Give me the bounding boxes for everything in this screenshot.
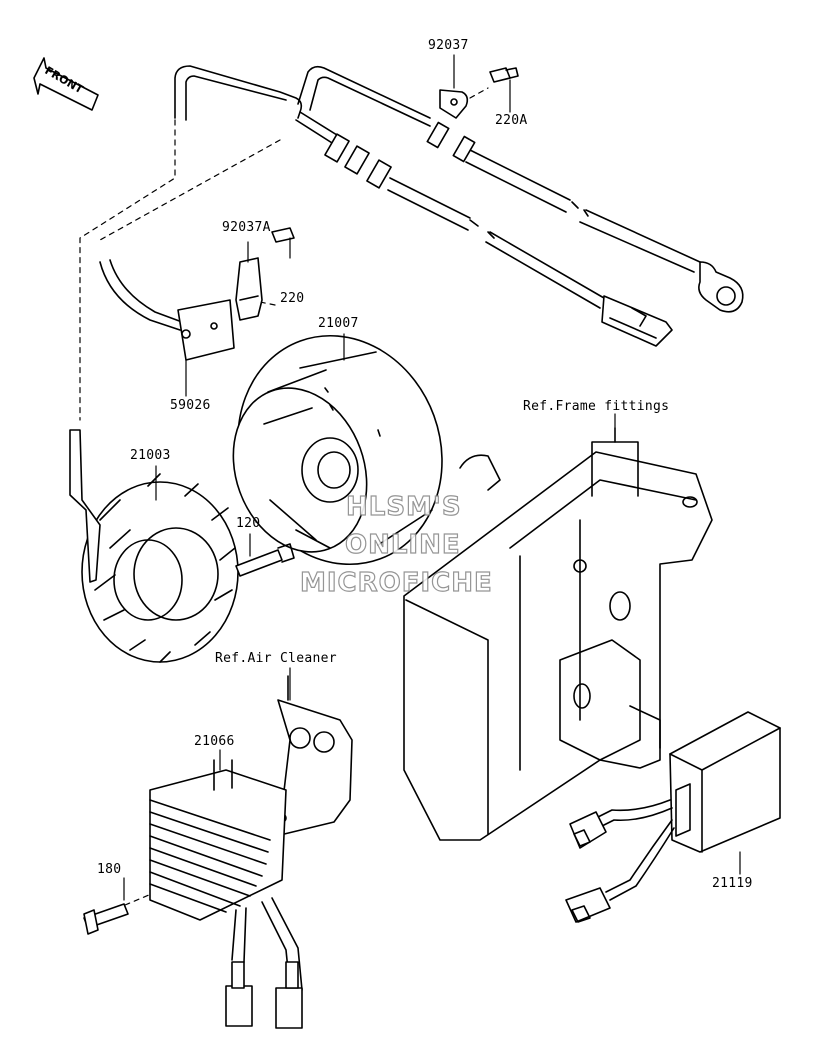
part-label-92037A[interactable]: 92037A [222,220,271,235]
bolt-120 [235,543,295,577]
relay-21119 [565,711,781,923]
part-label-120[interactable]: 120 [236,516,261,531]
stator-21003 [69,429,239,663]
bolt-180 [83,903,129,935]
flywheel-21007 [232,334,443,566]
bolt-220 [271,227,295,243]
sub-harness-59026 [99,257,263,361]
part-label-21007[interactable]: 21007 [318,316,359,331]
part-label-220A[interactable]: 220A [495,113,528,128]
part-label-180[interactable]: 180 [97,862,122,877]
frame-fittings [403,427,713,841]
regulator-21066 [149,759,303,1029]
bracket-92037 [439,89,469,119]
ref-frame-fittings-label: Ref.Frame fittings [523,399,670,414]
part-label-21119[interactable]: 21119 [712,876,753,891]
bolt-220A [489,67,519,83]
part-label-21003[interactable]: 21003 [130,448,171,463]
watermark-line-1: HLSM'S [345,491,462,522]
front-arrow-icon [33,57,99,111]
part-label-220[interactable]: 220 [280,291,305,306]
part-label-92037[interactable]: 92037 [428,38,469,53]
ref-air-cleaner-label: Ref.Air Cleaner [215,651,337,666]
wire-harness [174,65,744,347]
part-label-59026[interactable]: 59026 [170,398,211,413]
watermark-line-3: MICROFICHE [299,567,493,598]
part-label-21066[interactable]: 21066 [194,734,235,749]
watermark-line-2: ONLINE [344,529,461,560]
